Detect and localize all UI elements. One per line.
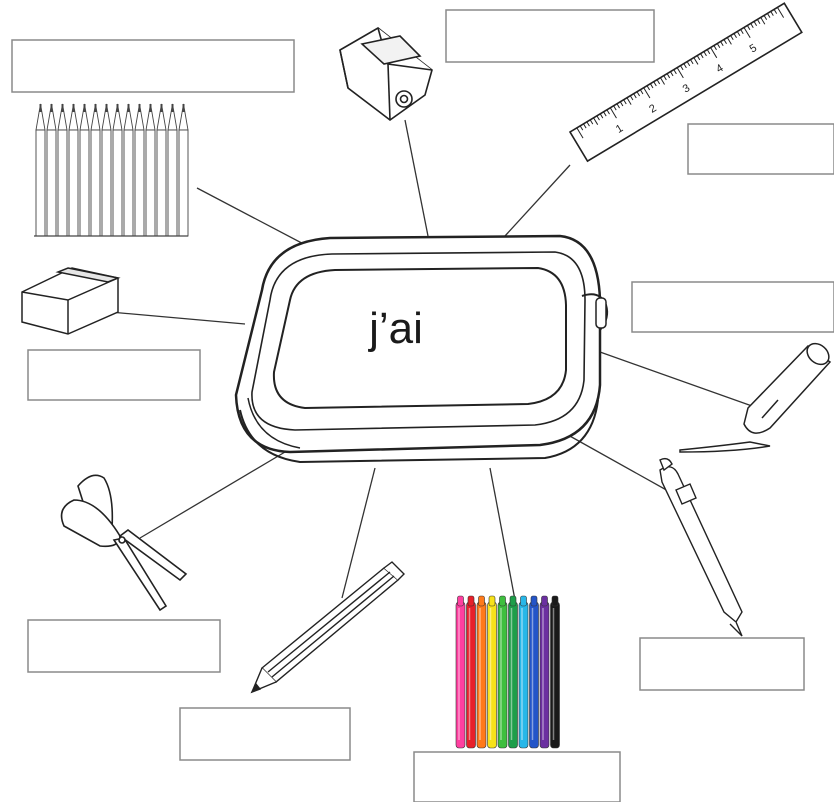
felt-marker xyxy=(456,596,465,748)
connector-eraser xyxy=(110,312,245,324)
felt-marker xyxy=(551,596,560,748)
connector-sharpener xyxy=(405,120,428,236)
connector-ruler xyxy=(505,165,570,236)
colored-pencil xyxy=(113,104,122,236)
colored-pencil xyxy=(157,104,166,236)
eraser-icon xyxy=(22,268,118,334)
answer-box-pencils xyxy=(12,40,294,92)
felt-markers-icon xyxy=(456,596,560,748)
answer-box-glue xyxy=(632,282,834,332)
felt-marker xyxy=(530,596,539,748)
pencil-icon xyxy=(252,562,404,692)
felt-marker xyxy=(477,596,486,748)
connector-scissors xyxy=(140,452,285,538)
pen-icon xyxy=(660,459,742,636)
colored-pencil xyxy=(168,104,177,236)
colored-pencil xyxy=(47,104,56,236)
colored-pencil xyxy=(135,104,144,236)
answer-box-sharpener xyxy=(446,10,654,62)
felt-marker xyxy=(519,596,528,748)
answer-box-eraser xyxy=(28,350,200,400)
colored-pencil xyxy=(36,104,45,236)
glue-stick-icon xyxy=(680,339,833,452)
scissors-icon xyxy=(62,475,186,610)
colored-pencil xyxy=(69,104,78,236)
colored-pencil xyxy=(102,104,111,236)
connector-pencil xyxy=(342,468,375,598)
answer-box-pen xyxy=(640,638,804,690)
felt-marker xyxy=(498,596,507,748)
answer-box-pencil xyxy=(180,708,350,760)
connector-pen xyxy=(568,435,670,492)
case-label: j’ai xyxy=(336,304,456,354)
connector-pencils xyxy=(197,188,315,250)
colored-pencil xyxy=(91,104,100,236)
felt-marker xyxy=(488,596,497,748)
colored-pencil xyxy=(124,104,133,236)
sharpener-icon xyxy=(340,28,432,120)
answer-box-scissors xyxy=(28,620,220,672)
felt-marker xyxy=(509,596,518,748)
felt-marker xyxy=(540,596,549,748)
felt-marker xyxy=(467,596,476,748)
colored-pencil xyxy=(179,104,188,236)
colored-pencil xyxy=(80,104,89,236)
colored-pencil xyxy=(58,104,67,236)
connector-markers xyxy=(490,468,515,600)
colored-pencils-icon xyxy=(34,104,188,236)
connector-glue xyxy=(600,352,752,406)
answer-box-markers xyxy=(414,752,620,802)
colored-pencil xyxy=(146,104,155,236)
answer-box-ruler xyxy=(688,124,834,174)
